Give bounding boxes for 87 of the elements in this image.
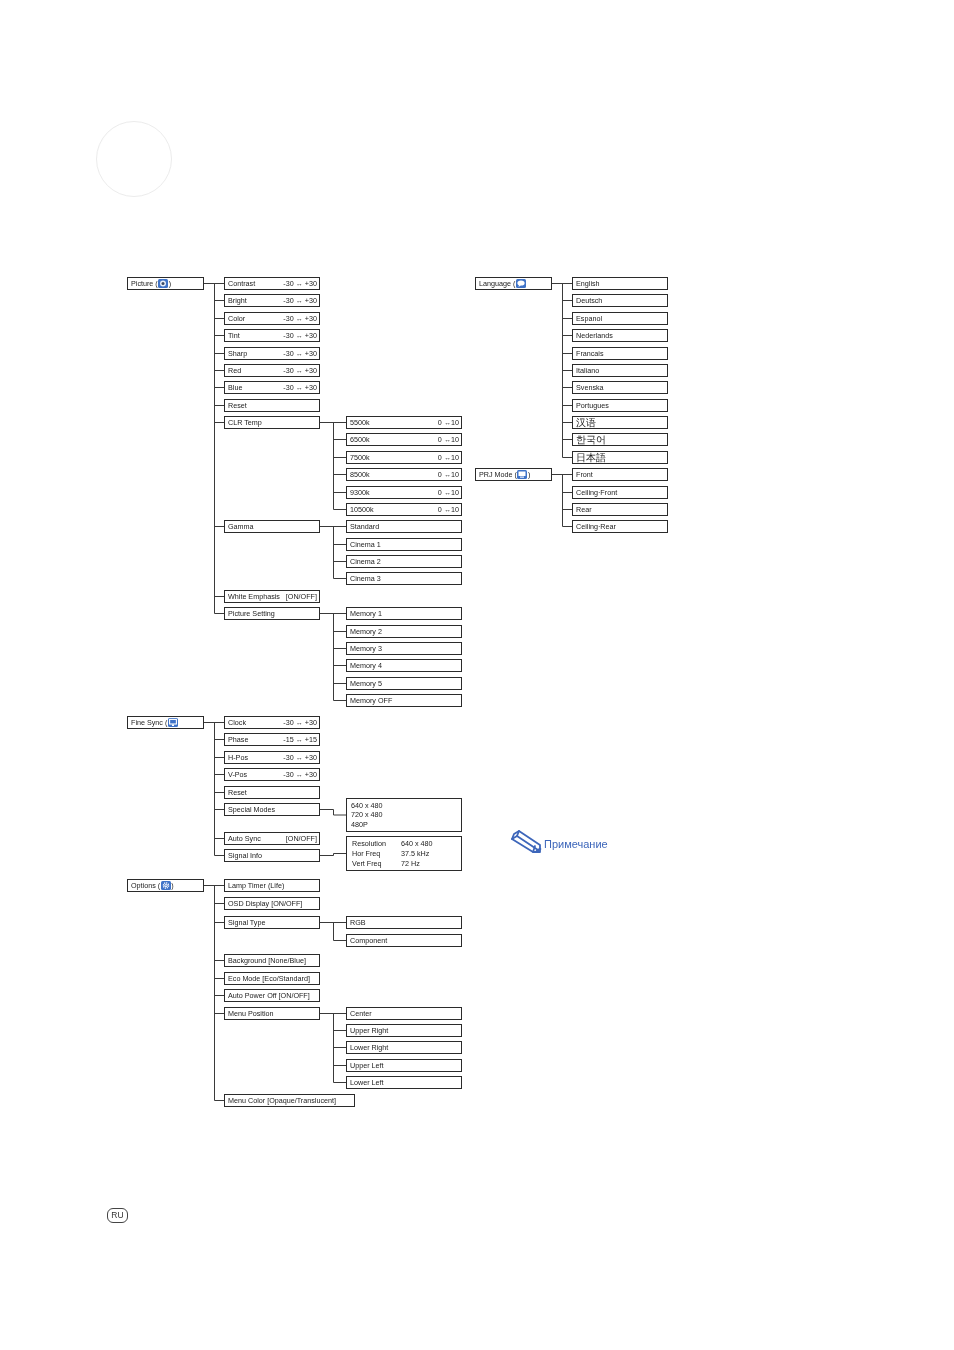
connector-line: [319, 809, 347, 816]
menu-item-box: [224, 832, 320, 845]
menu-item-box: [572, 347, 668, 360]
menu-item-box: [224, 312, 320, 325]
menu-item-box: [572, 520, 668, 533]
menu-item-box: [224, 954, 320, 967]
connector-line: [319, 1013, 347, 1083]
menu-box: [127, 879, 204, 892]
menu-item-box: [346, 486, 462, 499]
menu-item-box: [224, 716, 320, 729]
menu-item-box: [346, 416, 462, 429]
menu-item-box: [224, 520, 320, 533]
menu-item-box: [346, 607, 462, 620]
menu-item-box: [224, 916, 320, 929]
menu-item-box: [572, 416, 668, 429]
menu-item-box: [346, 677, 462, 690]
menu-item-box: [346, 659, 462, 672]
menu-item-box: [224, 347, 320, 360]
menu-item-box: [572, 381, 668, 394]
menu-item-box: [572, 468, 668, 481]
menu-item-box: [224, 751, 320, 764]
menu-item-box: [346, 1041, 462, 1054]
menu-item-box: [224, 803, 320, 816]
connector-line: [551, 474, 573, 527]
menu-box: [127, 277, 204, 290]
menu-item-box: [224, 590, 320, 603]
connector-line: [319, 853, 347, 856]
menu-item-box: [572, 433, 668, 446]
info-box: [346, 836, 462, 871]
menu-item-box: [346, 572, 462, 585]
menu-item-box: [572, 294, 668, 307]
list-box: [346, 798, 462, 832]
menu-item-box: [346, 625, 462, 638]
menu-item-box: [346, 1024, 462, 1037]
menu-item-box: [346, 451, 462, 464]
menu-item-box: [572, 451, 668, 464]
menu-item-box: [346, 916, 462, 929]
menu-item-box: [346, 642, 462, 655]
menu-item-box: [572, 329, 668, 342]
menu-item-box: [224, 399, 320, 412]
note-heading: Примечание: [544, 839, 608, 850]
connector-line: [319, 613, 347, 701]
menu-item-box: [224, 897, 320, 910]
menu-item-box: [224, 1094, 355, 1107]
item-label: 汉语: [576, 417, 596, 428]
connector-line: [203, 885, 225, 1101]
menu-item-box: [572, 277, 668, 290]
item-label: 日本語: [576, 452, 606, 463]
menu-item-box: [224, 364, 320, 377]
menu-item-box: [224, 1007, 320, 1020]
menu-item-box: [346, 1007, 462, 1020]
menu-item-box: [346, 538, 462, 551]
menu-item-box: [572, 503, 668, 516]
menu-box: [475, 468, 552, 481]
menu-item-box: [224, 849, 320, 862]
menu-item-box: [346, 520, 462, 533]
menu-item-box: [346, 503, 462, 516]
menu-item-box: [346, 934, 462, 947]
menu-item-box: [572, 364, 668, 377]
menu-item-box: [224, 607, 320, 620]
menu-item-box: [224, 972, 320, 985]
menu-item-box: [346, 1076, 462, 1089]
menu-item-box: [572, 399, 668, 412]
menu-item-box: [224, 768, 320, 781]
menu-item-box: [224, 786, 320, 799]
item-label: 한국어: [576, 434, 606, 445]
connector-line: [319, 922, 347, 941]
menu-item-box: [224, 381, 320, 394]
menu-item-box: [346, 555, 462, 568]
menu-item-box: [224, 733, 320, 746]
menu-box: [475, 277, 552, 290]
menu-item-box: [224, 989, 320, 1002]
menu-item-box: [224, 277, 320, 290]
language-badge: RU: [107, 1208, 128, 1223]
menu-box: [127, 716, 204, 729]
menu-item-box: [346, 433, 462, 446]
menu-item-box: [224, 329, 320, 342]
menu-item-box: [224, 879, 320, 892]
menu-item-box: [224, 416, 320, 429]
menu-item-box: [224, 294, 320, 307]
menu-item-box: [572, 312, 668, 325]
menu-item-box: [346, 1059, 462, 1072]
menu-item-box: [346, 468, 462, 481]
menu-item-box: [572, 486, 668, 499]
connector-line: [319, 422, 347, 510]
menu-item-box: [346, 694, 462, 707]
connector-line: [319, 526, 347, 579]
